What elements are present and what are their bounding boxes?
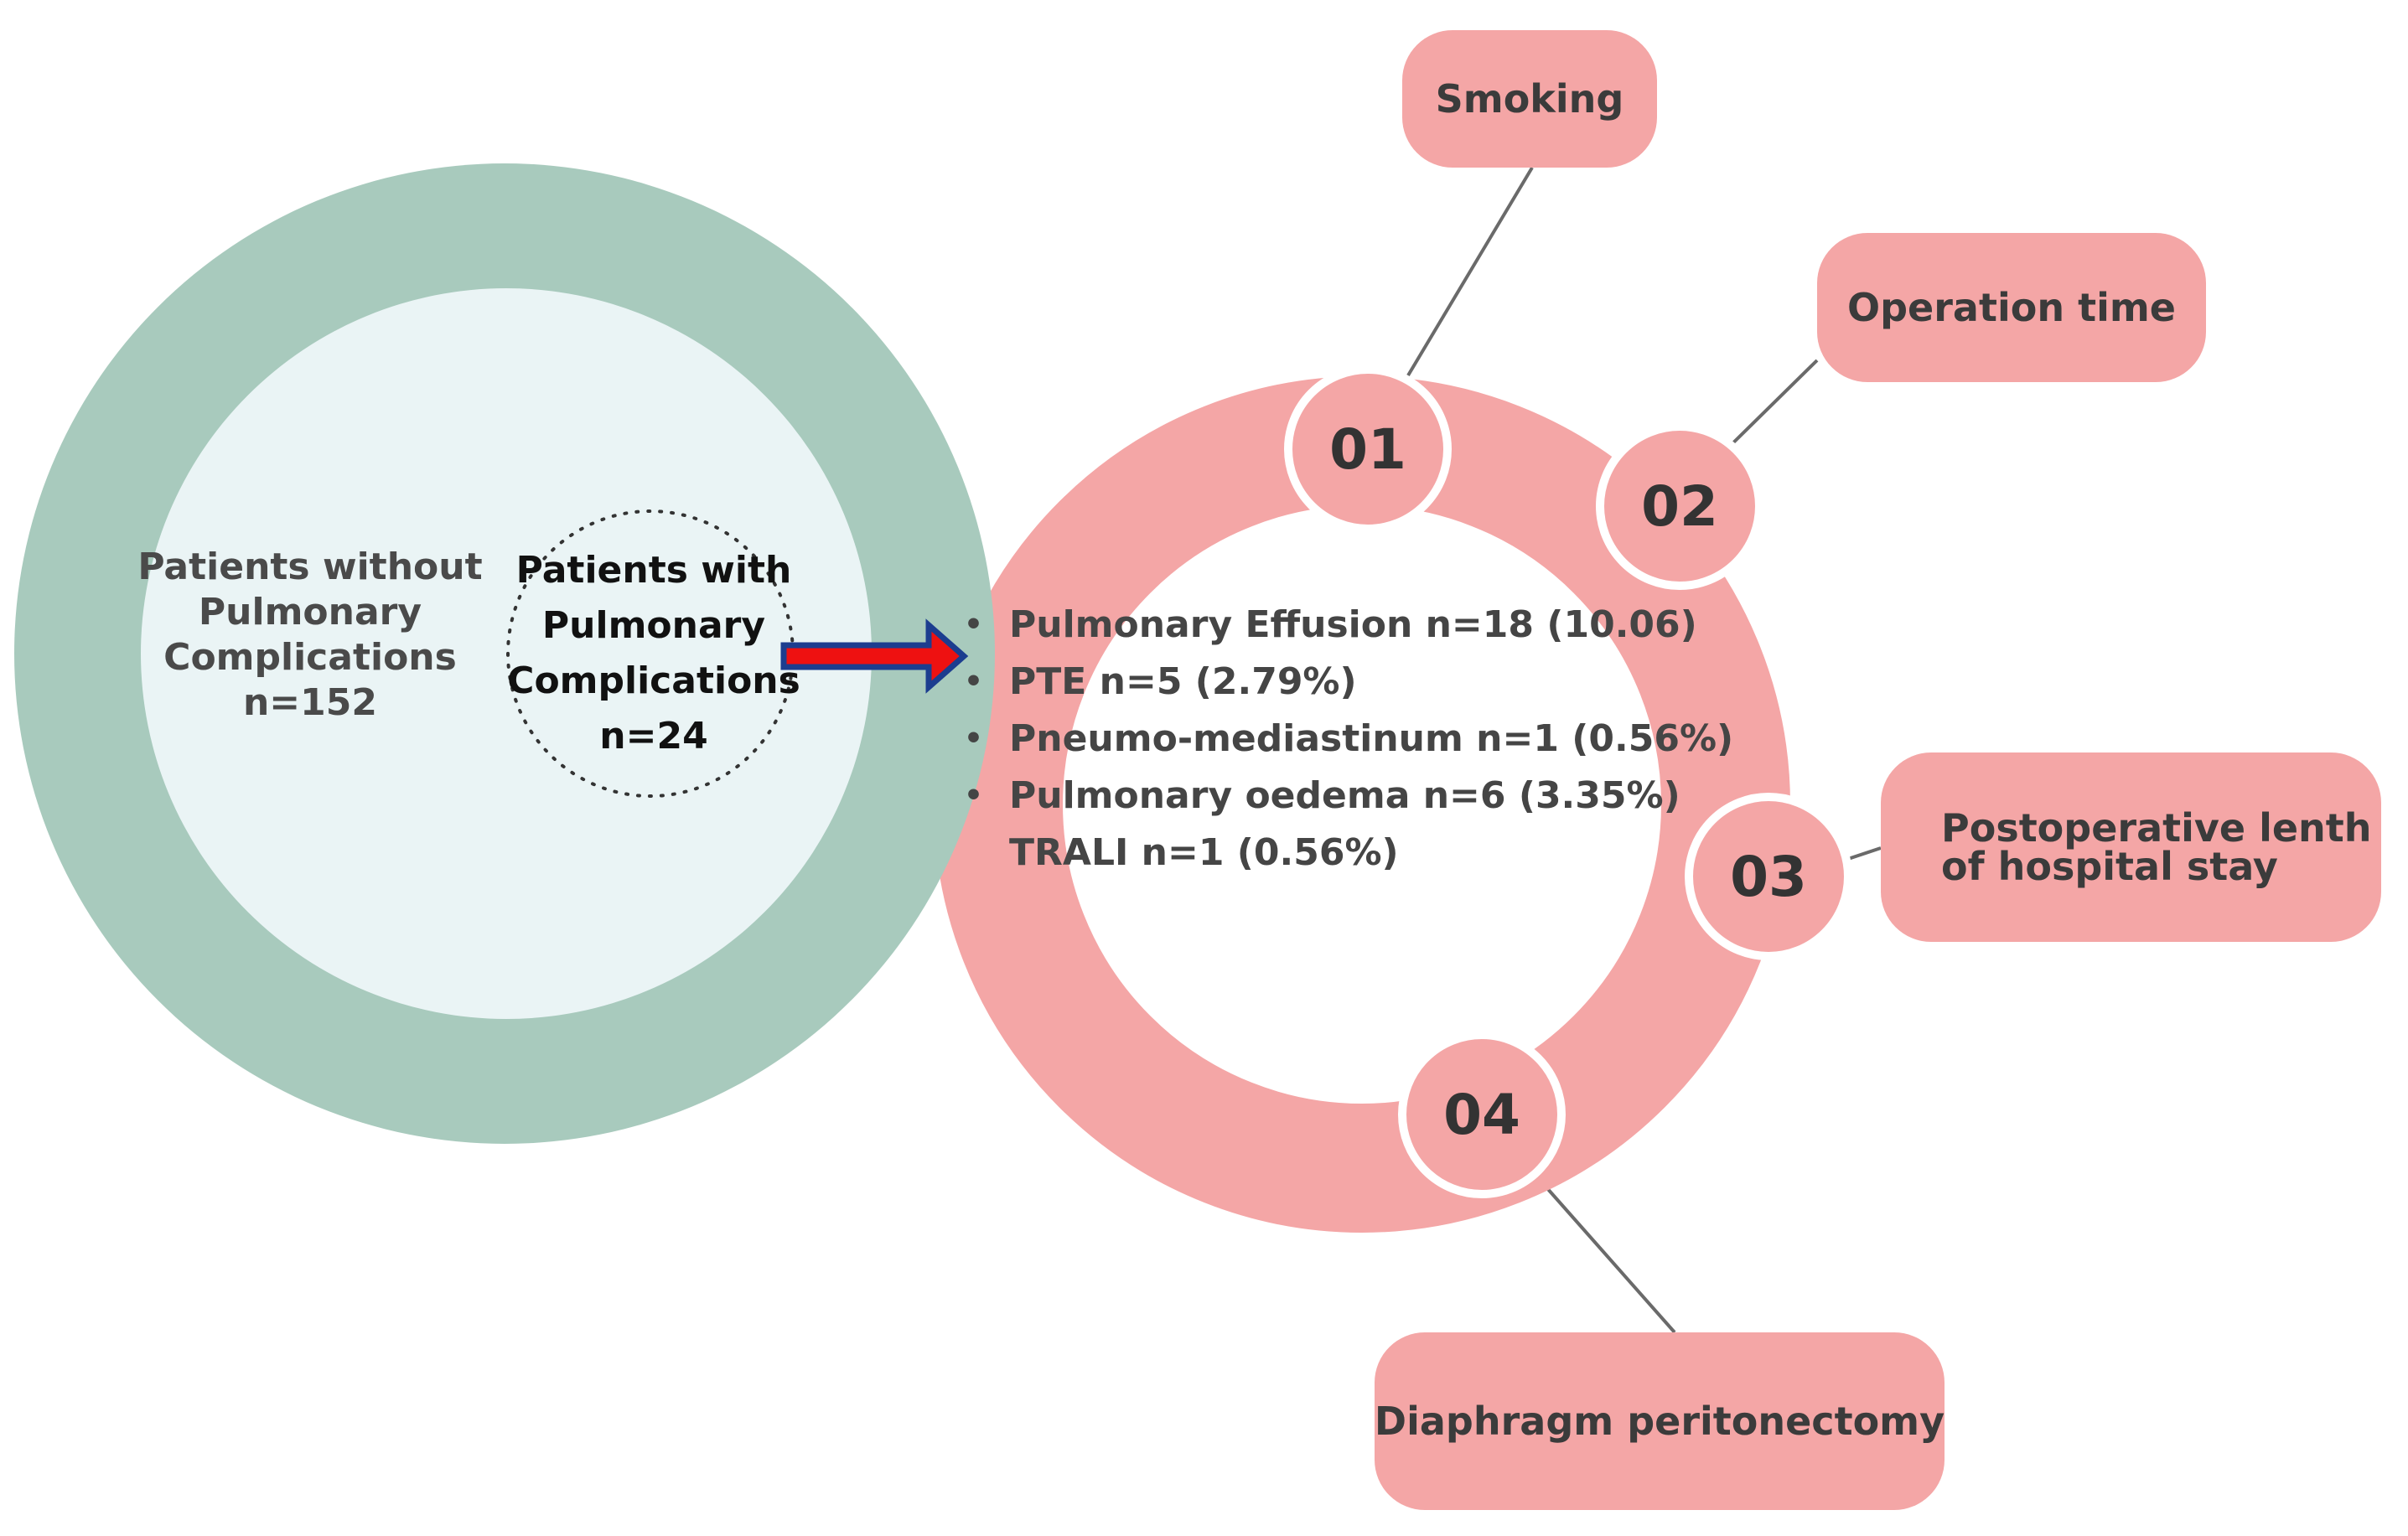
connector-02 [1717,359,1819,459]
bullet-icon: • [964,721,984,756]
bullet-icon: • [964,608,984,642]
factor-pill-smoking: Smoking [1402,30,1657,168]
complication-text: TRALI n=1 (0.56%) [1009,831,1399,874]
factor-badge-04: 04 [1398,1031,1566,1198]
complication-item: • PTE n=5 (2.79%) [964,654,1733,711]
bullet-icon: • [964,665,984,699]
factor-badge-02: 02 [1596,422,1763,590]
complication-text: PTE n=5 (2.79%) [1009,660,1357,703]
complication-item: • Pneumo-mediastinum n=1 (0.56%) [964,711,1733,768]
arrow-icon [780,618,969,694]
connector-04 [1532,1171,1676,1334]
factor-badge-01: 01 [1284,365,1452,533]
inner-group-label: Patients with Pulmonary Complications n=… [507,549,800,758]
factor-badge-03: 03 [1685,793,1852,960]
factor-pill-hospital-stay: Postoperative lenth of hospital stay [1881,752,2381,942]
complication-item: • Pulmonary oedema n=6 (3.35%) [964,768,1733,825]
complication-item: • Pulmonary Effusion n=18 (10.06) [964,597,1733,654]
complication-text: Pneumo-mediastinum n=1 (0.56%) [1009,717,1734,760]
factor-pill-diaphragm-peritonectomy: Diaphragm peritonectomy [1375,1332,1945,1510]
complication-item: •TRALI n=1 (0.56%) [964,825,1733,882]
connector-01 [1406,166,1534,377]
factor-pill-operation-time: Operation time [1817,233,2206,382]
outer-group-label: Patients without Pulmonary Complications… [137,546,483,724]
complication-text: Pulmonary oedema n=6 (3.35%) [1009,774,1680,817]
complication-text: Pulmonary Effusion n=18 (10.06) [1009,603,1697,646]
complication-list: • Pulmonary Effusion n=18 (10.06) • PTE n=5… [964,597,1733,882]
bullet-icon: • [964,778,984,813]
